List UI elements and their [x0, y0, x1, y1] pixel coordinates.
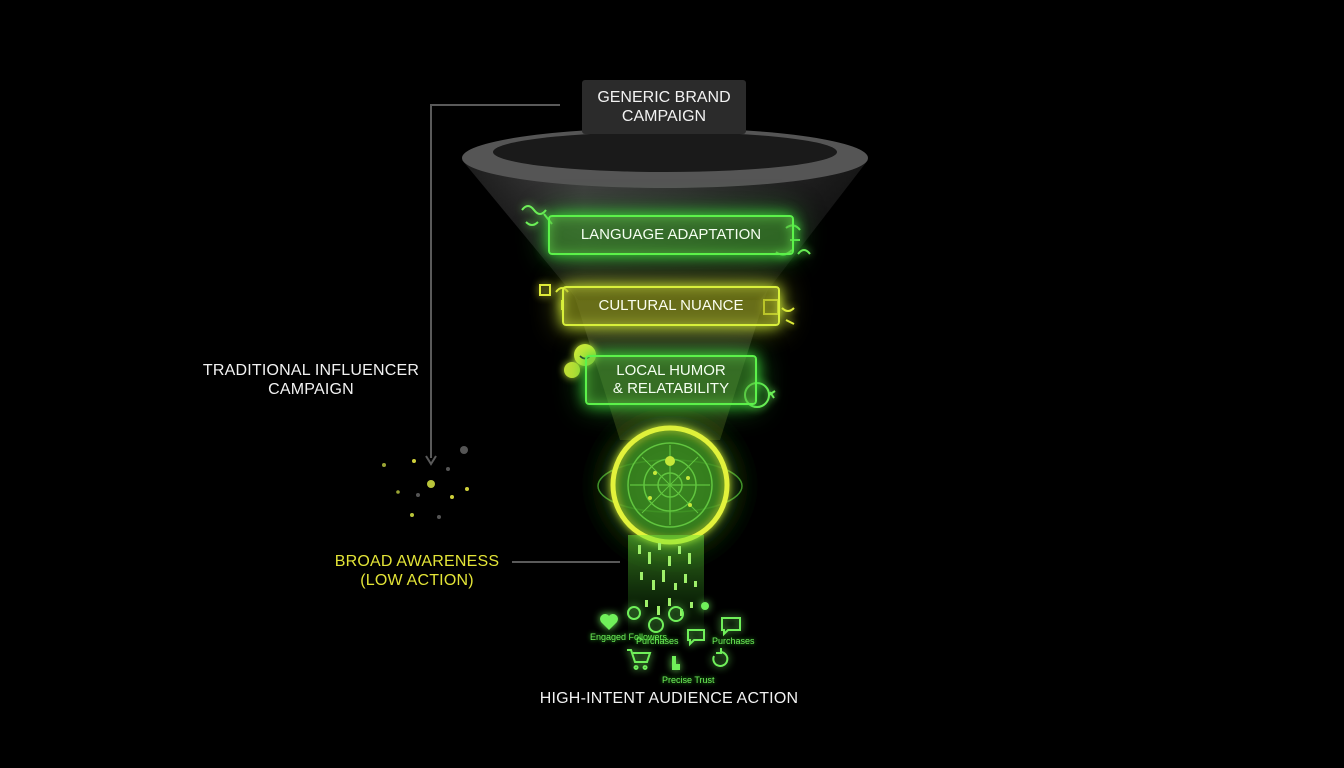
- broad-awareness-label: BROAD AWARENESS (LOW ACTION): [330, 552, 504, 590]
- person-icon: [701, 602, 709, 610]
- traditional-line-2: CAMPAIGN: [268, 381, 354, 398]
- action-caption: Purchases: [636, 636, 679, 646]
- traditional-influencer-label: TRADITIONAL INFLUENCER CAMPAIGN: [200, 361, 422, 399]
- message-icon: [721, 617, 741, 637]
- broad-line-1: BROAD AWARENESS: [334, 553, 500, 570]
- broad-line-2: (LOW ACTION): [360, 572, 474, 589]
- action-caption: Engaged Followers: [590, 632, 668, 642]
- speech-bubble-icon: [687, 629, 705, 647]
- traditional-connector-line: [430, 104, 560, 458]
- target-ring: [580, 395, 760, 575]
- stage-label-line-1: LOCAL HUMOR: [616, 362, 726, 379]
- chat-bubble-icon: [668, 606, 684, 622]
- stage-cultural-nuance: CULTURAL NUANCE: [562, 286, 780, 326]
- traditional-line-1: TRADITIONAL INFLUENCER: [202, 362, 420, 379]
- generic-brand-campaign-box: GENERIC BRAND CAMPAIGN: [582, 80, 746, 134]
- action-icons: [600, 602, 741, 670]
- high-intent-audience-action-label: HIGH-INTENT AUDIENCE ACTION: [539, 690, 799, 707]
- header-line-1: GENERIC BRAND: [597, 89, 731, 106]
- share-icon: [627, 606, 641, 620]
- data-stream: [628, 535, 704, 635]
- clock-icon: [648, 617, 664, 633]
- stage-label: CULTURAL NUANCE: [598, 297, 744, 314]
- header-line-2: CAMPAIGN: [621, 108, 707, 125]
- cart-icon: [627, 649, 652, 670]
- stage-local-humor: LOCAL HUMOR & RELATABILITY: [585, 355, 757, 405]
- pointer-icon: [672, 656, 680, 670]
- action-caption: Precise Trust: [662, 675, 715, 685]
- refresh-icon: [712, 648, 729, 667]
- traditional-connector-arrow: [425, 455, 437, 466]
- heart-icon: [600, 614, 618, 630]
- stage-language-adaptation: LANGUAGE ADAPTATION: [548, 215, 794, 255]
- scattered-particles: [382, 446, 469, 519]
- stage-label-line-2: & RELATABILITY: [612, 380, 730, 397]
- action-caption: Purchases: [712, 636, 755, 646]
- funnel-shape: [462, 128, 868, 300]
- stage-label: LANGUAGE ADAPTATION: [580, 226, 762, 243]
